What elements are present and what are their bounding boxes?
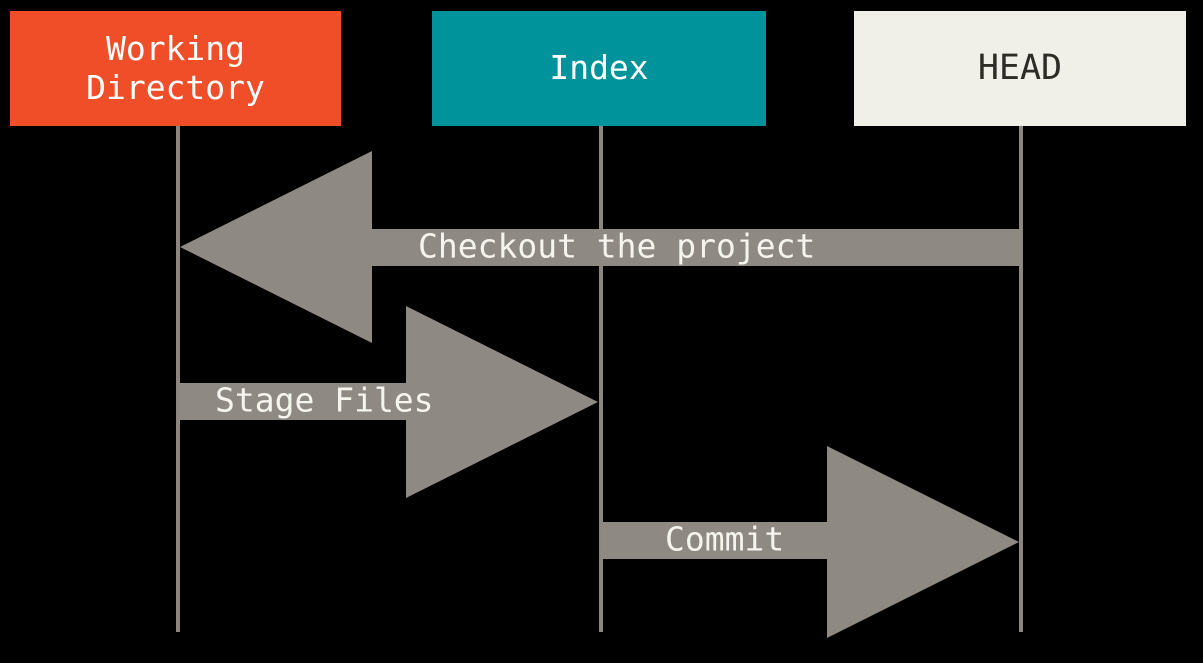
working-directory-label: Working Directory xyxy=(86,29,265,107)
index-box: Index xyxy=(432,11,766,126)
index-label: Index xyxy=(549,48,649,88)
index-lifeline xyxy=(599,126,603,632)
stage-arrow-label: Stage Files xyxy=(215,380,434,420)
stage-arrow-shaft xyxy=(178,383,408,420)
working-directory-box: Working Directory xyxy=(10,11,341,126)
checkout-arrow-shaft xyxy=(370,229,1021,266)
head-lifeline xyxy=(1019,126,1023,632)
commit-arrow-shaft xyxy=(601,522,829,559)
head-box: HEAD xyxy=(854,11,1186,126)
working-directory-lifeline xyxy=(176,126,180,632)
head-label: HEAD xyxy=(977,48,1063,89)
commit-arrow-label: Commit xyxy=(665,519,785,559)
commit-arrow-right-icon xyxy=(827,446,1019,638)
checkout-arrow-label: Checkout the project xyxy=(418,226,816,266)
checkout-arrow-left-icon xyxy=(180,151,372,343)
stage-arrow-right-icon xyxy=(406,306,598,498)
